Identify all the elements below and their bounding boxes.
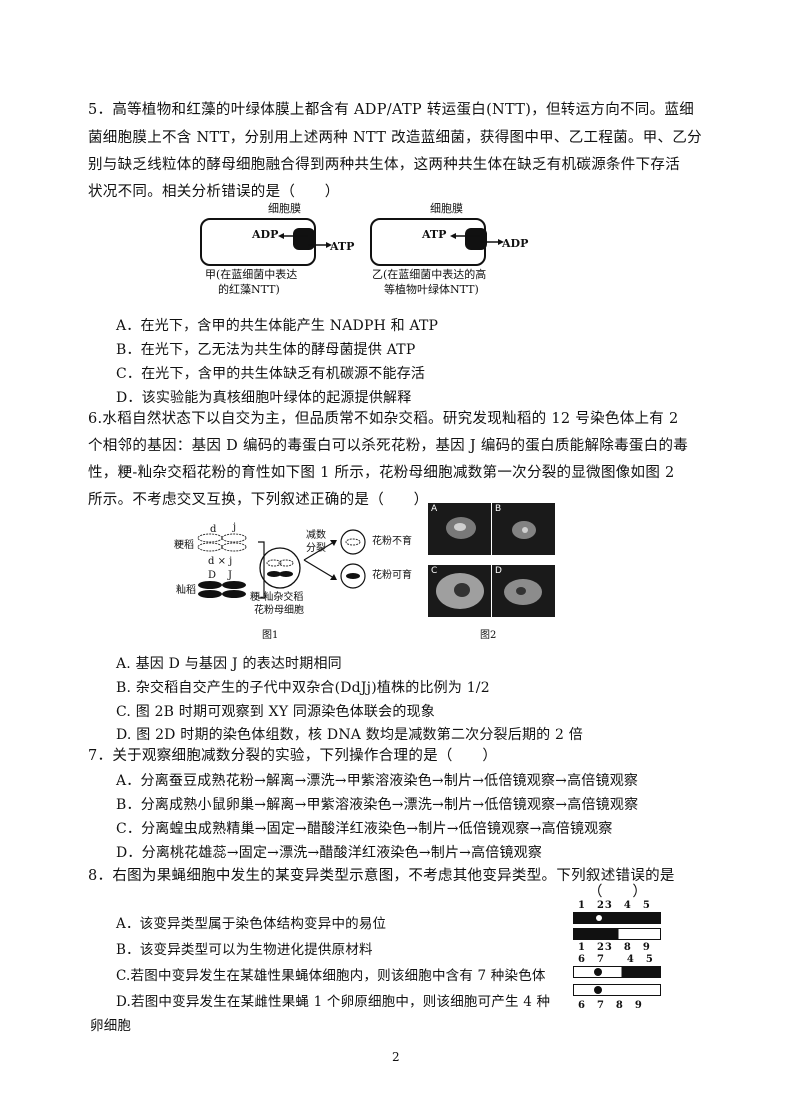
fig2-panel-a-label: A [431, 504, 438, 514]
fig1-bracket [258, 541, 265, 599]
q8-chromosome-3 [573, 966, 661, 978]
fig1-gene-D: D [208, 570, 217, 581]
q6-line-2: 个相邻的基因：基因 D 编码的毒蛋白可以杀死花粉，基因 J 编码的蛋白质能解除毒… [88, 438, 689, 454]
q5-line-3: 别与缺乏线粒体的酵母细胞融合得到两种共生体，这两种共生体在缺乏有机碳源条件下存活 [88, 157, 680, 173]
fig2-panel-d-label: D [495, 566, 502, 576]
q6-option-a: A. 基因 D 与基因 J 的表达时期相同 [116, 656, 342, 672]
q8-row-4-labels: 6 7 8 9 [578, 1000, 643, 1011]
q6-line-1: 6.水稻自然状态下以自交为主，但品质常不如杂交稻。研究发现籼稻的 12 号染色体… [88, 411, 679, 427]
fig1-sterile-label: 花粉不育 [372, 536, 412, 547]
q5-left-caption-2: 的红藻NTT) [218, 283, 280, 296]
q5-line-4: 状况不同。相关分析错误的是（ ） [88, 184, 340, 200]
q8-option-b: B．该变异类型可以为生物进化提供原材料 [116, 942, 373, 958]
fig2-caption: 图2 [480, 630, 497, 641]
q5-left-arrows [278, 233, 332, 248]
fig1-cell-label-2: 花粉母细胞 [254, 605, 304, 616]
q6-line-3: 性，粳-籼杂交稻花粉的育性如下图 1 所示，花粉母细胞减数第一次分裂的显微图像如… [88, 465, 675, 481]
fig2-panel-d: D [492, 565, 555, 617]
fig2-panel-c-label: C [431, 566, 438, 576]
fig1-mother-cell [259, 547, 301, 589]
q5-option-c: C．在光下，含甲的共生体缺乏有机碳源不能存活 [116, 366, 426, 382]
q8-option-c: C.若图中变异发生在某雄性果蝇体细胞内，则该细胞中含有 7 种染色体 [116, 968, 546, 984]
q8-option-a: A．该变异类型属于染色体结构变异中的易位 [116, 916, 387, 932]
q5-right-in-label: ATP [422, 228, 447, 241]
q7-option-c: C．分离蝗虫成熟精巢→固定→醋酸洋红液染色→制片→低倍镜观察→高倍镜观察 [116, 821, 613, 837]
fig1-fertile-label: 花粉可育 [372, 570, 412, 581]
q5-left-out-label: ATP [330, 240, 355, 253]
fig1-process-2: 分裂 [306, 543, 326, 554]
q5-line-1: 5．高等植物和红藻的叶绿体膜上都含有 ADP/ATP 转运蛋白(NTT)，但转运… [88, 102, 694, 118]
q8-bracket: （ ） [588, 884, 648, 900]
q8-centromere-1 [596, 915, 602, 921]
q6-line-4: 所示。不考虑交叉互换，下列叙述正确的是（ ） [88, 492, 429, 508]
q5-right-transporter [465, 228, 487, 250]
q5-option-d: D．该实验能为真核细胞叶绿体的起源提供解释 [116, 390, 412, 406]
q6-option-c: C. 图 2B 时期可观察到 XY 同源染色体联会的现象 [116, 704, 435, 720]
q5-option-b: B．在光下，乙无法为共生体的酵母菌提供 ATP [116, 342, 416, 358]
fig1-indica-label: 籼稻 [176, 585, 196, 596]
q7-stem: 7．关于观察细胞减数分裂的实验，下列操作合理的是（ ） [88, 748, 498, 764]
fig1-gene-j: j [233, 522, 237, 533]
page-number: 2 [392, 1050, 400, 1064]
q5-left-membrane-label: 细胞膜 [268, 202, 301, 215]
q7-option-d: D．分离桃花雄蕊→固定→漂洗→醋酸洋红液染色→制片→高倍镜观察 [116, 845, 543, 861]
q5-right-caption-1: 乙(在蓝细菌中表达的高 [372, 268, 487, 281]
fig1-cross: d × j [208, 556, 233, 567]
q5-left-in-label: ADP [252, 228, 279, 241]
q8-chromosome-1 [573, 912, 661, 924]
q5-right-out-label: ADP [502, 237, 529, 250]
fig1-pollen-cells [340, 529, 366, 589]
q6-option-d: D. 图 2D 时期的染色体组数，核 DNA 数均是减数第二次分裂后期的 2 倍 [116, 727, 583, 743]
fig1-split-arrows [303, 540, 337, 580]
q5-option-a: A．在光下，含甲的共生体能产生 NADPH 和 ATP [116, 318, 439, 334]
q8-chromosome-4 [573, 984, 661, 996]
fig1-caption: 图1 [262, 630, 279, 641]
fig2-panel-b-label: B [495, 504, 502, 514]
q8-option-d-tail: 卵细胞 [90, 1018, 132, 1034]
q8-option-d: D.若图中变异发生在某雌性果蝇 1 个卵原细胞中，则该细胞可产生 4 种 [116, 994, 551, 1010]
fig1-gene-d: d [210, 524, 217, 535]
q6-option-b: B. 杂交稻自交产生的子代中双杂合(DdJj)植株的比例为 1/2 [116, 680, 490, 696]
q8-row-3-labels: 6 7 4 5 [578, 954, 654, 965]
fig2-panel-b: B [492, 503, 555, 555]
q8-row-1-labels: 1 23 4 5 [578, 900, 651, 911]
q8-centromere-3 [594, 968, 602, 976]
fig2-panel-c: C [428, 565, 491, 617]
q8-centromere-4 [594, 986, 602, 994]
q5-right-caption-2: 等植物叶绿体NTT) [384, 283, 479, 296]
q7-option-a: A．分离蚕豆成熟花粉→解离→漂洗→甲紫溶液染色→制片→低倍镜观察→高倍镜观察 [116, 773, 639, 789]
fig1-cell-label-1: 粳-籼杂交稻 [250, 592, 304, 603]
q5-right-membrane-label: 细胞膜 [430, 202, 463, 215]
q8-chromosome-2 [573, 928, 661, 940]
fig1-parent-chromosomes [197, 533, 247, 598]
q8-row-2-labels: 1 23 8 9 [578, 942, 651, 953]
q5-left-caption-1: 甲(在蓝细菌中表达 [205, 268, 298, 281]
q5-line-2: 菌细胞膜上不含 NTT，分别用上述两种 NTT 改造蓝细菌，获得图中甲、乙工程菌… [88, 130, 702, 146]
fig2-panel-a: A [428, 503, 491, 555]
fig1-gene-J: J [228, 570, 233, 581]
q7-option-b: B．分离成熟小鼠卵巢→解离→甲紫溶液染色→漂洗→制片→低倍镜观察→高倍镜观察 [116, 797, 639, 813]
q5-left-cell [200, 218, 316, 266]
q5-right-arrows [450, 233, 504, 245]
fig1-japonica-label: 粳稻 [174, 540, 194, 551]
q8-stem: 8．右图为果蝇细胞中发生的某变异类型示意图，不考虑其他变异类型。下列叙述错误的是 [88, 868, 675, 884]
fig1-process-1: 减数 [306, 530, 326, 541]
